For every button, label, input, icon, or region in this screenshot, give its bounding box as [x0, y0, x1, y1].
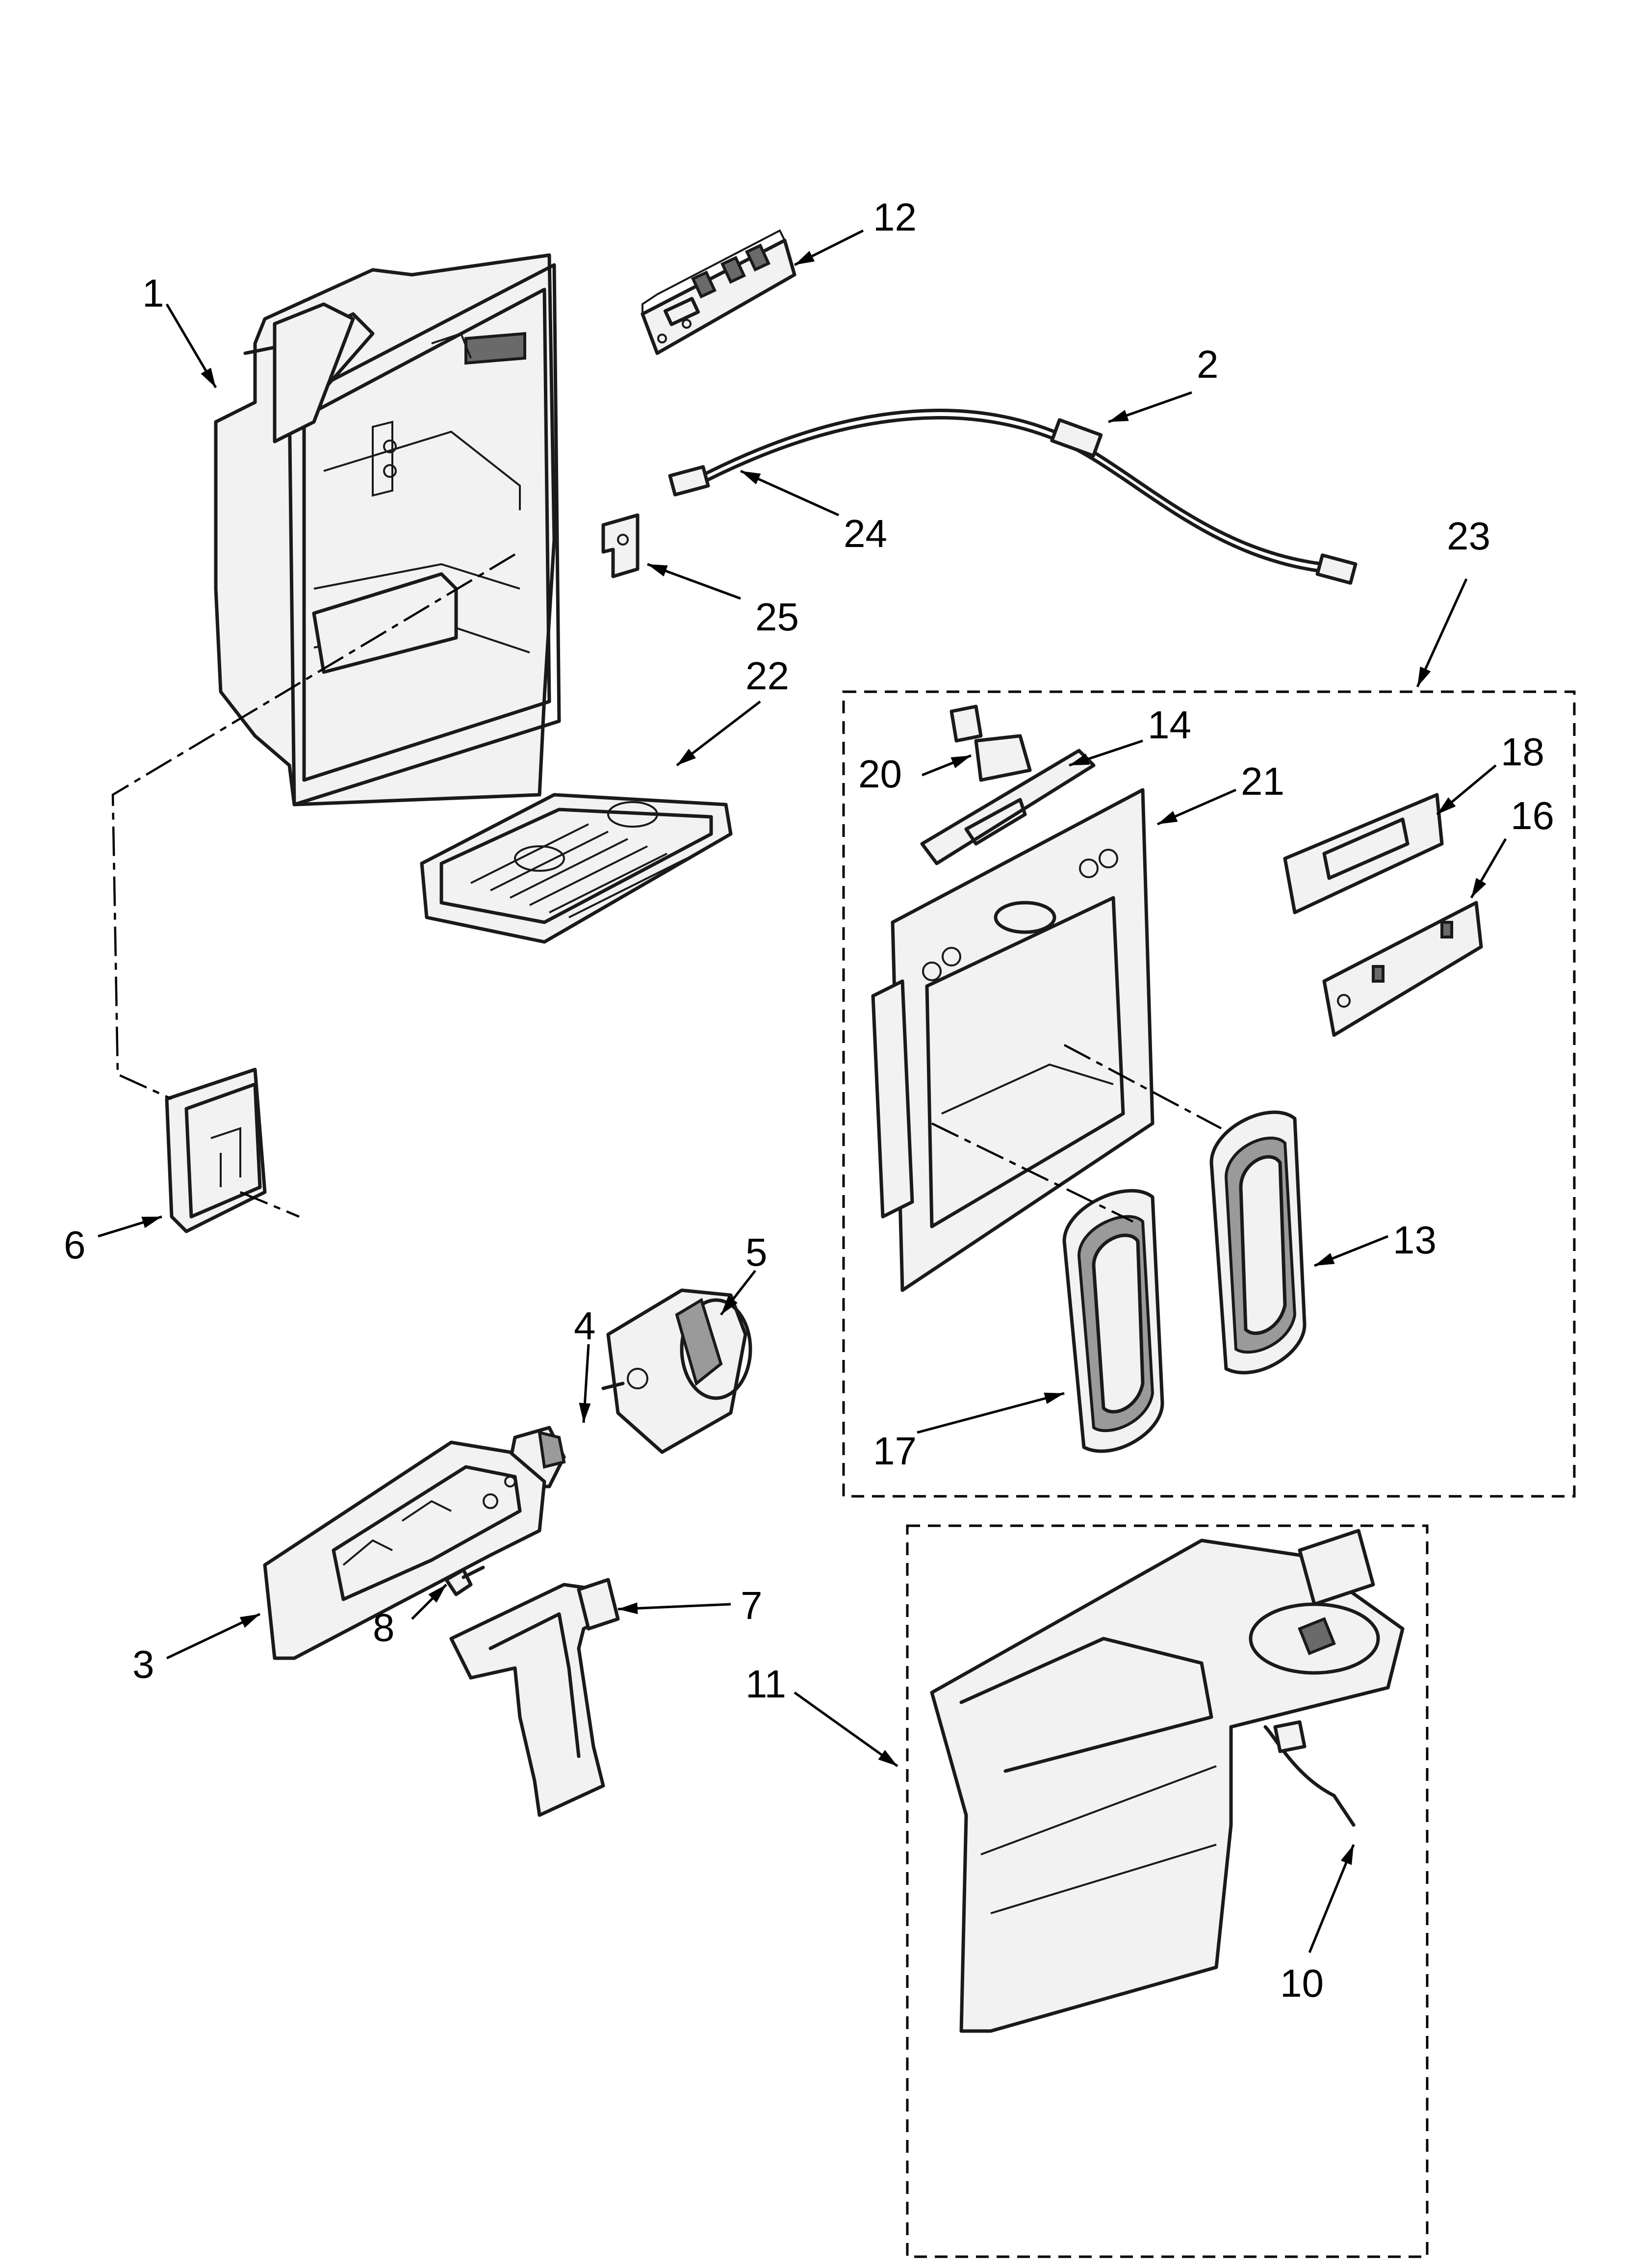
- callout-14: 14: [1148, 703, 1191, 747]
- part-22-drip-tray: [420, 793, 733, 944]
- part-23-group-box: [842, 690, 1576, 1498]
- leader-3: [166, 1613, 261, 1660]
- part-13-pad: [1209, 1110, 1307, 1375]
- part-20-connector: [949, 704, 1032, 782]
- callout-12: 12: [873, 195, 917, 239]
- callout-10: 10: [1280, 1961, 1324, 2005]
- leader-22: [676, 701, 761, 766]
- callout-11: 11: [745, 1662, 786, 1706]
- part-12-control-board: [641, 229, 796, 355]
- leader-16: [1470, 838, 1507, 899]
- part-1-dispenser-housing: [214, 253, 561, 807]
- callout-2: 2: [1197, 342, 1219, 386]
- leader-23: [1416, 578, 1468, 688]
- leader-14: [1069, 739, 1143, 767]
- leader-24: [740, 469, 840, 517]
- leader-6: [98, 1215, 162, 1238]
- part-11-chute: [930, 1529, 1405, 2033]
- callout-8: 8: [373, 1606, 395, 1649]
- assembly-line-4: [240, 1191, 300, 1218]
- leader-4: [579, 1344, 591, 1423]
- part-11-group-box: [906, 1524, 1429, 2258]
- leader-21: [1156, 788, 1237, 826]
- leader-17: [917, 1392, 1065, 1434]
- assembly-line-1: [111, 553, 516, 1100]
- callout-7: 7: [741, 1584, 763, 1627]
- callout-labels: 1 12 2 24 23 25 22 14 20 21 18 16 6 5 13…: [64, 195, 1554, 2005]
- leader-lines: [98, 229, 1507, 1953]
- callout-24: 24: [844, 512, 887, 555]
- callout-5: 5: [745, 1230, 768, 1274]
- leader-10: [1308, 1844, 1355, 1953]
- leader-2: [1108, 391, 1192, 423]
- part-14-gasket: [920, 749, 1096, 865]
- part-21-control-panel-frame: [871, 788, 1155, 1292]
- leader-11: [794, 1691, 898, 1768]
- callout-1: 1: [142, 271, 164, 315]
- part-18-bracket: [1283, 793, 1444, 914]
- part-16-ui-board: [1322, 901, 1483, 1037]
- callout-25: 25: [755, 595, 799, 639]
- part-25-bracket: [601, 513, 640, 578]
- leader-1: [165, 303, 217, 389]
- leader-13: [1314, 1235, 1388, 1267]
- callout-6: 6: [64, 1223, 86, 1267]
- part-5-motor: [601, 1288, 752, 1454]
- part-17-pad: [1062, 1189, 1164, 1453]
- callout-23: 23: [1447, 514, 1490, 558]
- part-7-lever: [449, 1578, 620, 1817]
- part-8-screw: [444, 1565, 485, 1596]
- callout-21: 21: [1241, 759, 1284, 803]
- assembly-line-2: [931, 1122, 1133, 1223]
- callout-18: 18: [1501, 730, 1544, 774]
- part-6-module: [165, 1068, 267, 1233]
- callout-13: 13: [1393, 1218, 1437, 1262]
- part-3-actuator-bracket: [263, 1440, 546, 1660]
- callout-3: 3: [132, 1642, 154, 1686]
- leader-5: [720, 1270, 756, 1316]
- leader-20: [922, 754, 972, 777]
- part-2-wire-harness: [668, 409, 1358, 585]
- callout-22: 22: [745, 654, 789, 698]
- leader-8: [411, 1584, 447, 1620]
- callout-17: 17: [873, 1429, 917, 1473]
- leader-7: [617, 1602, 731, 1615]
- leader-18: [1436, 764, 1497, 815]
- assembly-line-3: [1063, 1044, 1222, 1129]
- callout-4: 4: [574, 1304, 596, 1348]
- leader-12: [794, 229, 864, 266]
- leader-25: [647, 563, 741, 600]
- callout-20: 20: [858, 752, 902, 796]
- callout-16: 16: [1511, 794, 1554, 837]
